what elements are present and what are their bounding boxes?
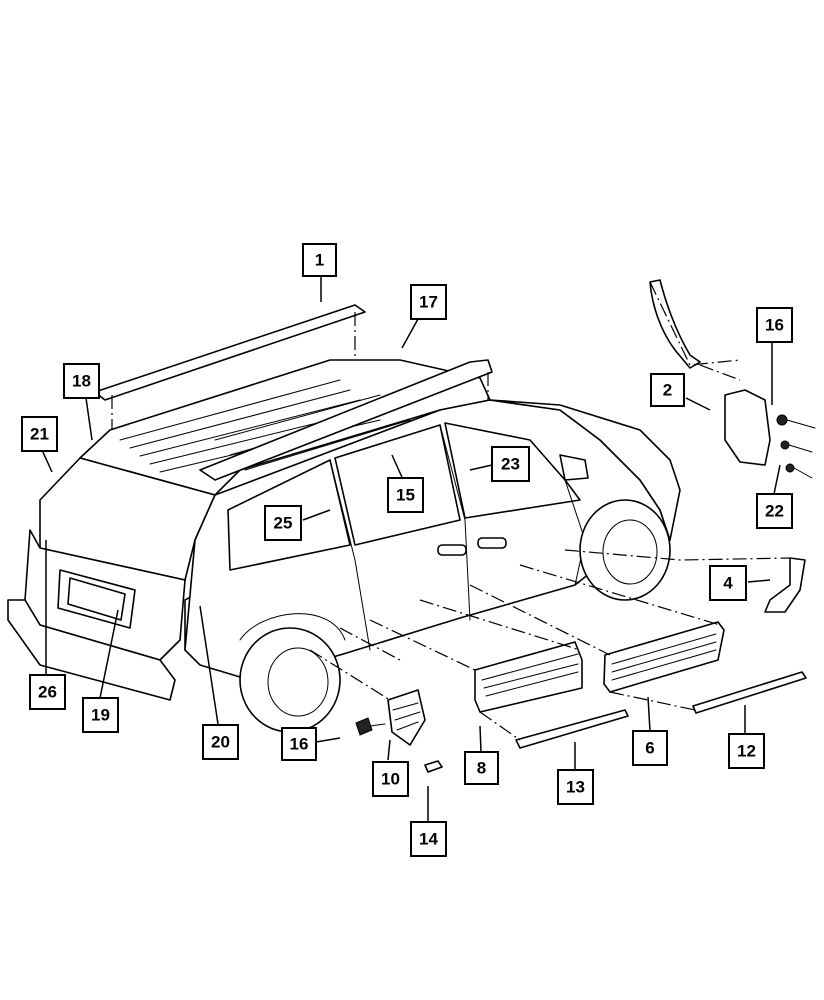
callout-16-top: 16 <box>756 307 793 343</box>
callout-1: 1 <box>302 243 337 277</box>
callout-17: 17 <box>410 284 447 320</box>
callout-13: 13 <box>557 769 594 805</box>
part-rear-splash-guard <box>764 557 806 613</box>
callout-16-bottom: 16 <box>281 727 317 761</box>
callout-label: 20 <box>211 733 230 752</box>
callout-25: 25 <box>264 505 302 541</box>
part-clip <box>424 760 443 773</box>
callout-label: 14 <box>419 830 438 849</box>
callout-label: 10 <box>381 770 400 789</box>
part-screw <box>355 717 373 736</box>
callout-20: 20 <box>202 724 239 760</box>
callout-label: 12 <box>737 742 756 761</box>
part-front-door-strip <box>692 671 807 714</box>
callout-label: 1 <box>315 251 324 270</box>
callout-label: 2 <box>663 381 672 400</box>
part-rear-door-strip <box>515 709 629 749</box>
leader-lines <box>41 276 781 822</box>
callout-label: 6 <box>645 739 654 758</box>
rear-wheel <box>239 627 341 733</box>
callout-4: 4 <box>709 565 747 601</box>
callout-6: 6 <box>632 730 668 766</box>
part-front-splash-guard <box>724 389 771 466</box>
callout-26: 26 <box>29 674 66 710</box>
callout-label: 25 <box>274 514 293 533</box>
callout-label: 4 <box>723 574 733 593</box>
callout-label: 23 <box>501 455 520 474</box>
callout-label: 22 <box>765 502 784 521</box>
callout-label: 21 <box>30 425 49 444</box>
callout-label: 26 <box>38 683 57 702</box>
callout-10: 10 <box>372 761 409 797</box>
callout-12: 12 <box>728 733 765 769</box>
callout-label: 13 <box>566 778 585 797</box>
alignment-lines <box>111 281 791 741</box>
part-front-wheel-flare <box>649 279 701 369</box>
callout-8: 8 <box>464 751 499 785</box>
callout-2: 2 <box>650 373 685 407</box>
part-roof-rail <box>94 304 366 401</box>
callout-label: 16 <box>765 316 784 335</box>
callout-label: 15 <box>396 486 415 505</box>
callout-label: 8 <box>477 759 486 778</box>
front-wheel <box>579 499 671 601</box>
callout-23: 23 <box>491 446 530 482</box>
part-roof-rack <box>199 359 493 481</box>
callout-label: 18 <box>72 372 91 391</box>
part-rear-mud-flap <box>387 689 426 746</box>
callout-19: 19 <box>82 697 119 733</box>
callout-21: 21 <box>21 416 58 452</box>
callout-15: 15 <box>387 477 424 513</box>
callout-14: 14 <box>410 821 447 857</box>
callout-label: 19 <box>91 706 110 725</box>
callout-22: 22 <box>756 493 793 529</box>
callout-label: 16 <box>290 735 309 754</box>
callout-18: 18 <box>63 363 100 399</box>
callout-label: 17 <box>419 293 438 312</box>
